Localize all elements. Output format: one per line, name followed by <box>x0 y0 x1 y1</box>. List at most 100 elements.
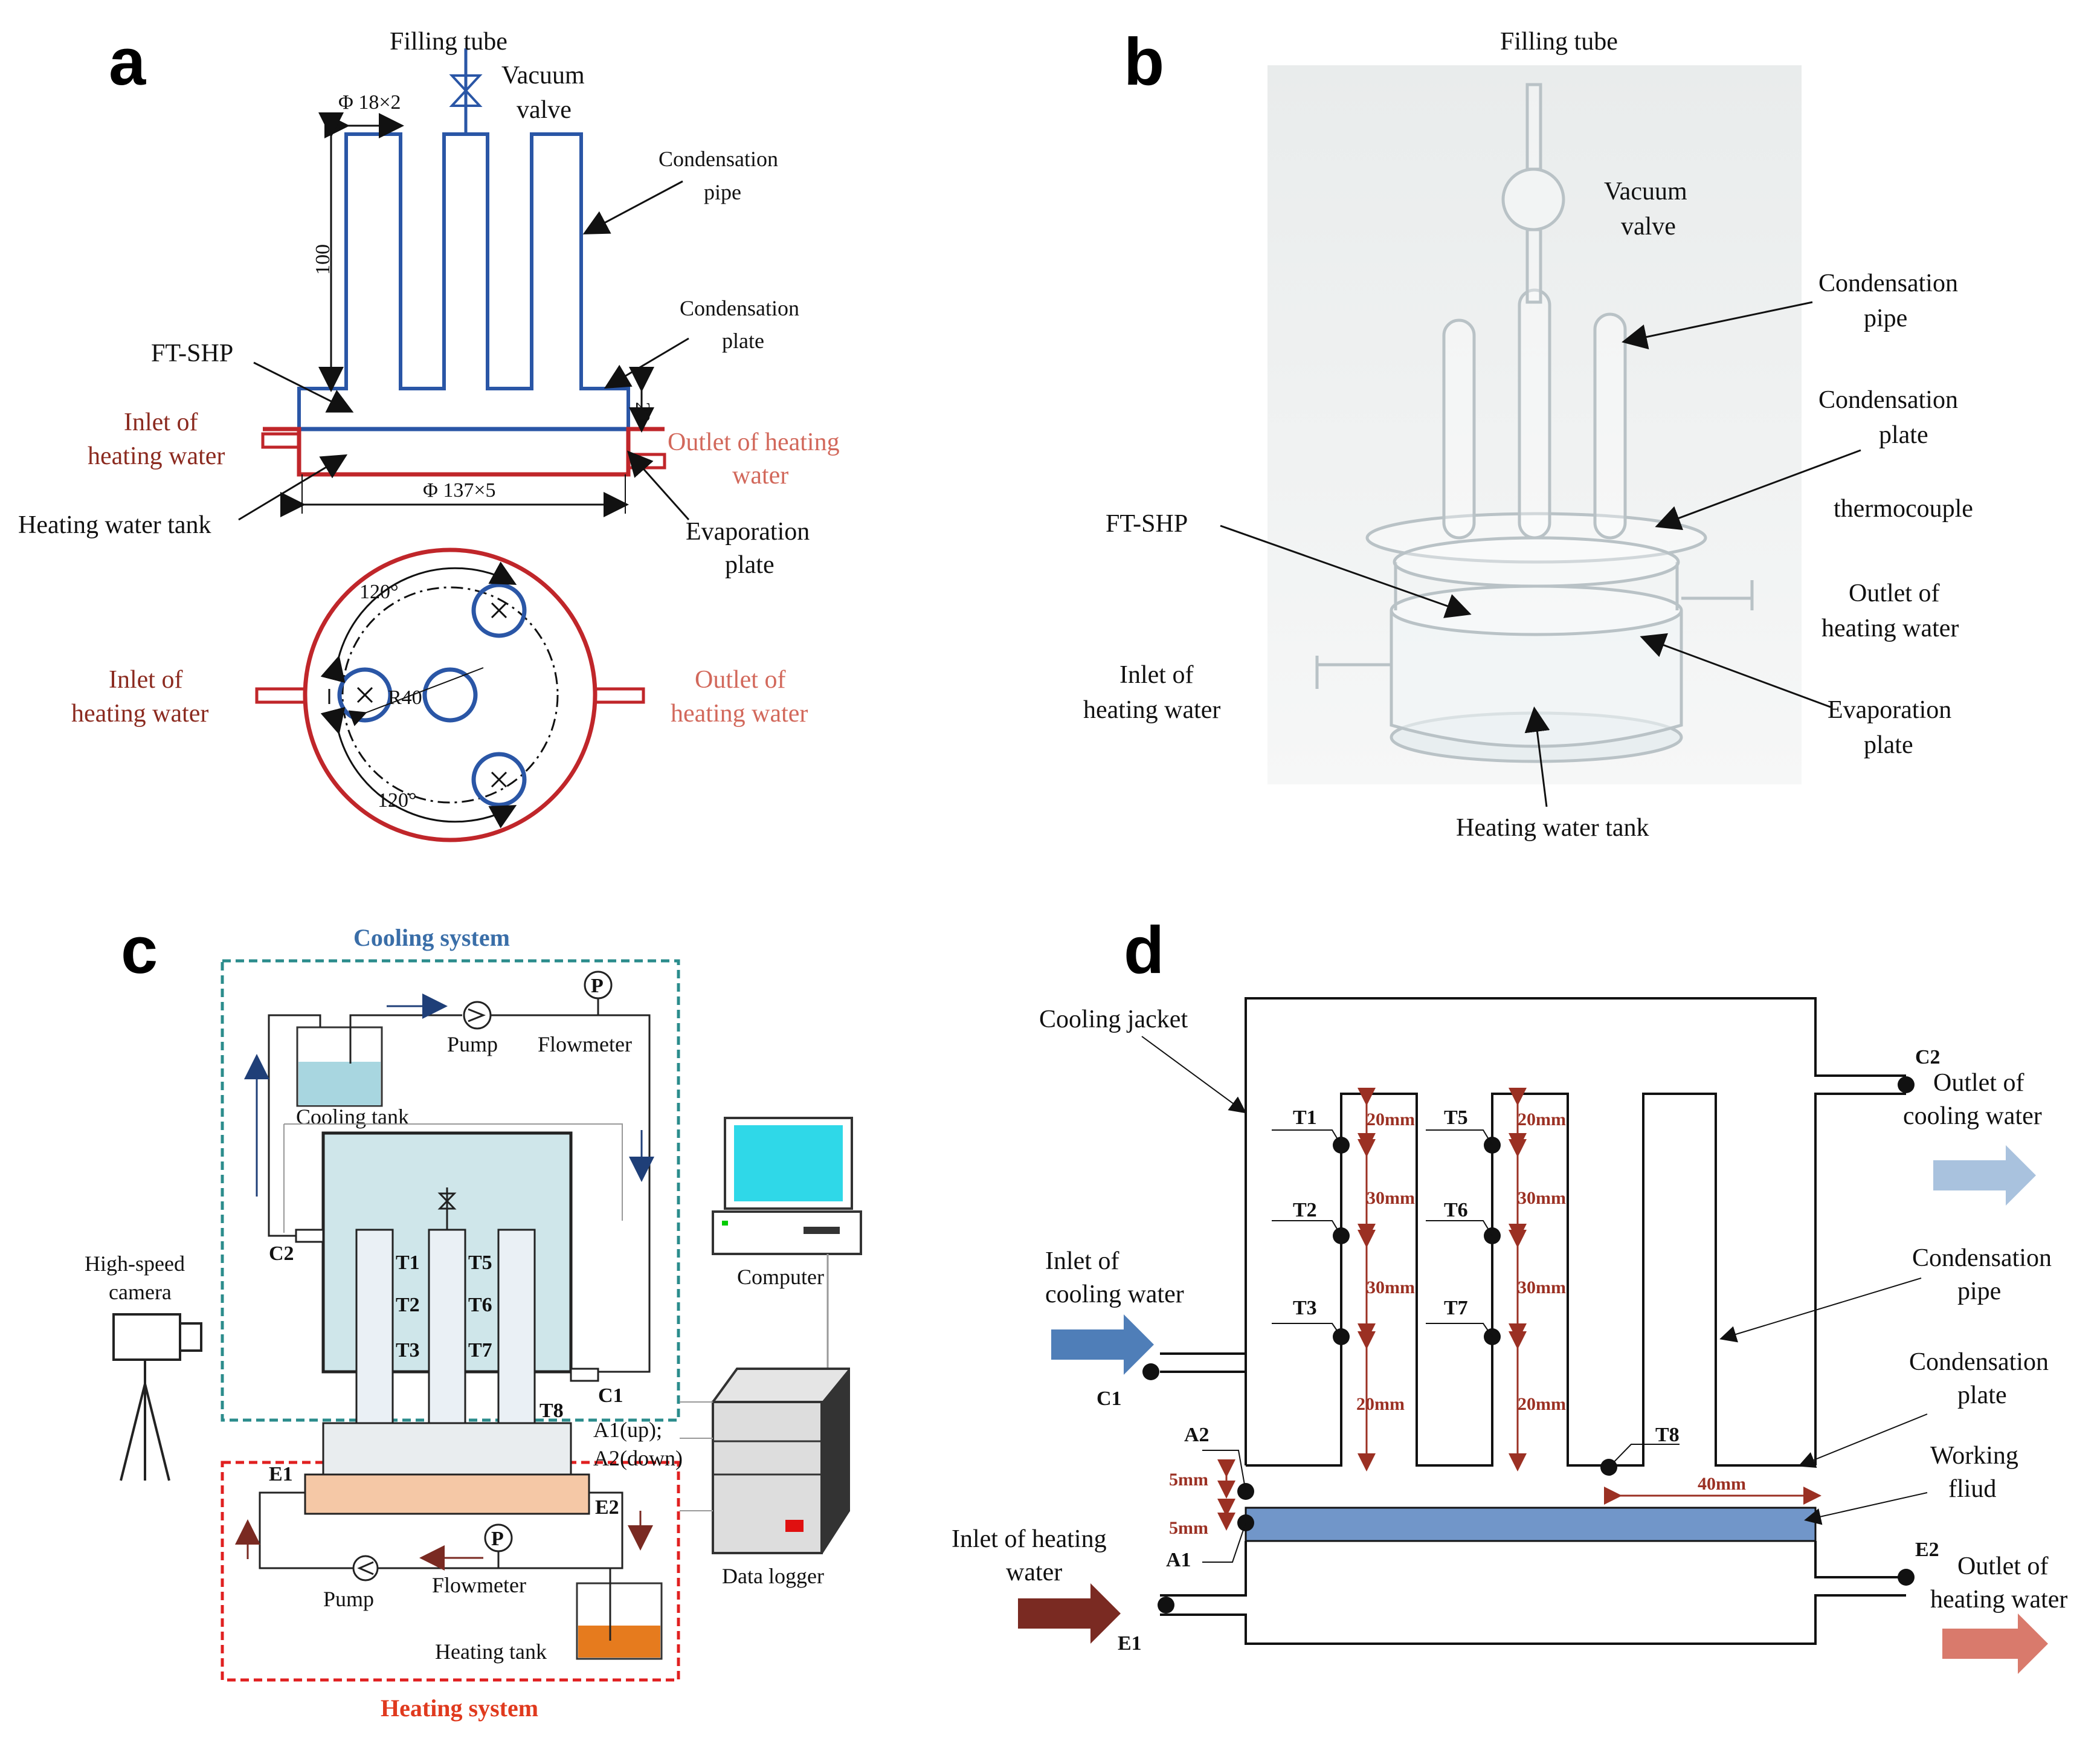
d-c1: C1 <box>1097 1387 1122 1410</box>
d-t6: T6 <box>1444 1199 1468 1221</box>
d-t7: T7 <box>1444 1297 1468 1319</box>
d-dim-5b: 5mm <box>1169 1518 1208 1538</box>
d-dim-40: 40mm <box>1698 1474 1746 1494</box>
d-inlet-heating-arrow <box>1018 1583 1121 1644</box>
c-camera-1: High-speed <box>85 1252 185 1276</box>
c-heating-tank: Heating tank <box>435 1639 547 1664</box>
c-pump-bottom-icon <box>352 1555 379 1581</box>
b-vacuum-2: valve <box>1621 213 1676 241</box>
panel-b: b Filling tube Vacuum valve Condensation… <box>1083 25 1973 842</box>
d-c2: C2 <box>1915 1046 1941 1068</box>
a-angle-top: 120° <box>359 581 399 603</box>
a-dim-height: 100 <box>312 244 334 275</box>
a-heating-tank-label: Heating water tank <box>18 511 211 539</box>
d-e1: E1 <box>1118 1632 1142 1655</box>
a-vacuum-label-1: Vacuum <box>501 62 585 89</box>
c-t7: T7 <box>468 1339 492 1361</box>
c-c2: C2 <box>269 1242 294 1265</box>
d-e2: E2 <box>1915 1539 1939 1561</box>
a-inlet-1: Inlet of <box>124 409 198 436</box>
d-dim-5a: 5mm <box>1169 1470 1208 1490</box>
d-t1: T1 <box>1293 1106 1317 1129</box>
a-pipes-outline <box>297 132 630 429</box>
c-a1: A1(up); <box>593 1418 662 1442</box>
a-radius: R40 <box>388 686 422 709</box>
a-outlet-2: water <box>732 462 788 489</box>
panel-letter-a: a <box>109 25 146 99</box>
d-inlet-cool-2: cooling water <box>1045 1281 1184 1308</box>
d-outlet-heat-2: heating water <box>1930 1586 2067 1613</box>
d-inlet-heat-1: Inlet of heating <box>952 1525 1107 1553</box>
d-outlet-heating-arrow <box>1942 1613 2048 1674</box>
d-working-fluid-band <box>1245 1507 1817 1542</box>
a-evap-2: plate <box>725 551 775 579</box>
d-outlet-heat-1: Outlet of <box>1957 1552 2048 1580</box>
d-t5: T5 <box>1444 1106 1468 1129</box>
a-top-outlet-1: Outlet of <box>695 666 785 694</box>
d-a1: A1 <box>1166 1549 1191 1571</box>
d-dim-20a: 20mm <box>1367 1110 1415 1129</box>
d-dim-30b: 30mm <box>1367 1277 1415 1297</box>
panel-c: c Cooling system Heating system P Pump F… <box>85 913 862 1722</box>
c-t1: T1 <box>396 1252 420 1274</box>
d-outlet-cool-2: cooling water <box>1903 1102 2042 1130</box>
b-inlet-2: heating water <box>1083 696 1220 724</box>
d-a2: A2 <box>1184 1424 1209 1446</box>
panel-letter-b: b <box>1124 25 1164 99</box>
a-top-view: 120° 120° R40 Inlet of heating water Out… <box>71 547 808 842</box>
d-dim-30a: 30mm <box>1367 1188 1415 1208</box>
d-inlet-cool-1: Inlet of <box>1045 1247 1119 1275</box>
d-dim-30c: 30mm <box>1518 1188 1566 1208</box>
b-condplate-2: plate <box>1879 421 1928 449</box>
c-flowmeter-top: Flowmeter <box>538 1032 632 1056</box>
a-evap-1: Evaporation <box>686 518 810 546</box>
c-c1: C1 <box>598 1384 623 1407</box>
a-condensation-pipe-2: pipe <box>704 180 741 204</box>
d-condplate-2: plate <box>1957 1381 2007 1409</box>
d-cooling-jacket: Cooling jacket <box>1039 1006 1188 1033</box>
a-angle-bottom: 120° <box>378 789 417 812</box>
a-top-inlet-2: heating water <box>71 700 208 728</box>
d-outlet-cool-1: Outlet of <box>1933 1069 2024 1097</box>
d-inlet-heat-2: water <box>1006 1559 1062 1586</box>
c-cooling-system-title: Cooling system <box>353 924 510 951</box>
b-condpipe-2: pipe <box>1864 305 1907 332</box>
c-t6: T6 <box>468 1294 492 1316</box>
d-condpipe-2: pipe <box>1957 1277 2001 1305</box>
a-vacuum-label-2: valve <box>517 96 572 124</box>
a-condensation-plate-1: Condensation <box>680 296 799 320</box>
c-pump-top-icon <box>463 1001 492 1030</box>
c-a2: A2(down) <box>593 1446 683 1470</box>
panel-letter-c: c <box>121 913 158 987</box>
d-working-1: Working <box>1930 1442 2018 1470</box>
b-condplate-1: Condensation <box>1818 386 1958 414</box>
d-outlet-cooling-arrow <box>1933 1145 2036 1206</box>
vacuum-valve-icon <box>449 74 483 107</box>
c-heating-system-title: Heating system <box>381 1694 538 1722</box>
b-thermocouple: thermocouple <box>1834 495 1973 523</box>
c-computer-icon <box>712 1117 862 1255</box>
d-t3: T3 <box>1293 1297 1317 1319</box>
b-vacuum-1: Vacuum <box>1604 178 1687 205</box>
c-p-top: P <box>591 975 604 997</box>
c-t8: T8 <box>539 1400 564 1422</box>
d-t2: T2 <box>1293 1199 1317 1221</box>
a-condensation-pipe-1: Condensation <box>659 147 778 171</box>
c-cooling-tank: Cooling tank <box>296 1105 409 1129</box>
b-outlet-1: Outlet of <box>1849 580 1939 607</box>
c-camera-icon <box>112 1313 202 1481</box>
d-dim-20d: 20mm <box>1518 1394 1566 1414</box>
d-dim-30d: 30mm <box>1518 1277 1566 1297</box>
b-evap-2: plate <box>1864 731 1913 759</box>
b-evap-1: Evaporation <box>1828 696 1951 724</box>
a-condensation-plate-2: plate <box>722 329 764 353</box>
c-e1: E1 <box>269 1463 293 1485</box>
c-e2: E2 <box>595 1496 619 1519</box>
c-data-logger-icon <box>712 1368 850 1554</box>
a-dim-tank: Φ 137×5 <box>423 479 496 502</box>
c-pump-bottom: Pump <box>323 1587 374 1611</box>
c-p-bottom: P <box>491 1528 504 1550</box>
b-condpipe-1: Condensation <box>1818 270 1958 297</box>
a-top-inlet-1: Inlet of <box>109 666 182 694</box>
